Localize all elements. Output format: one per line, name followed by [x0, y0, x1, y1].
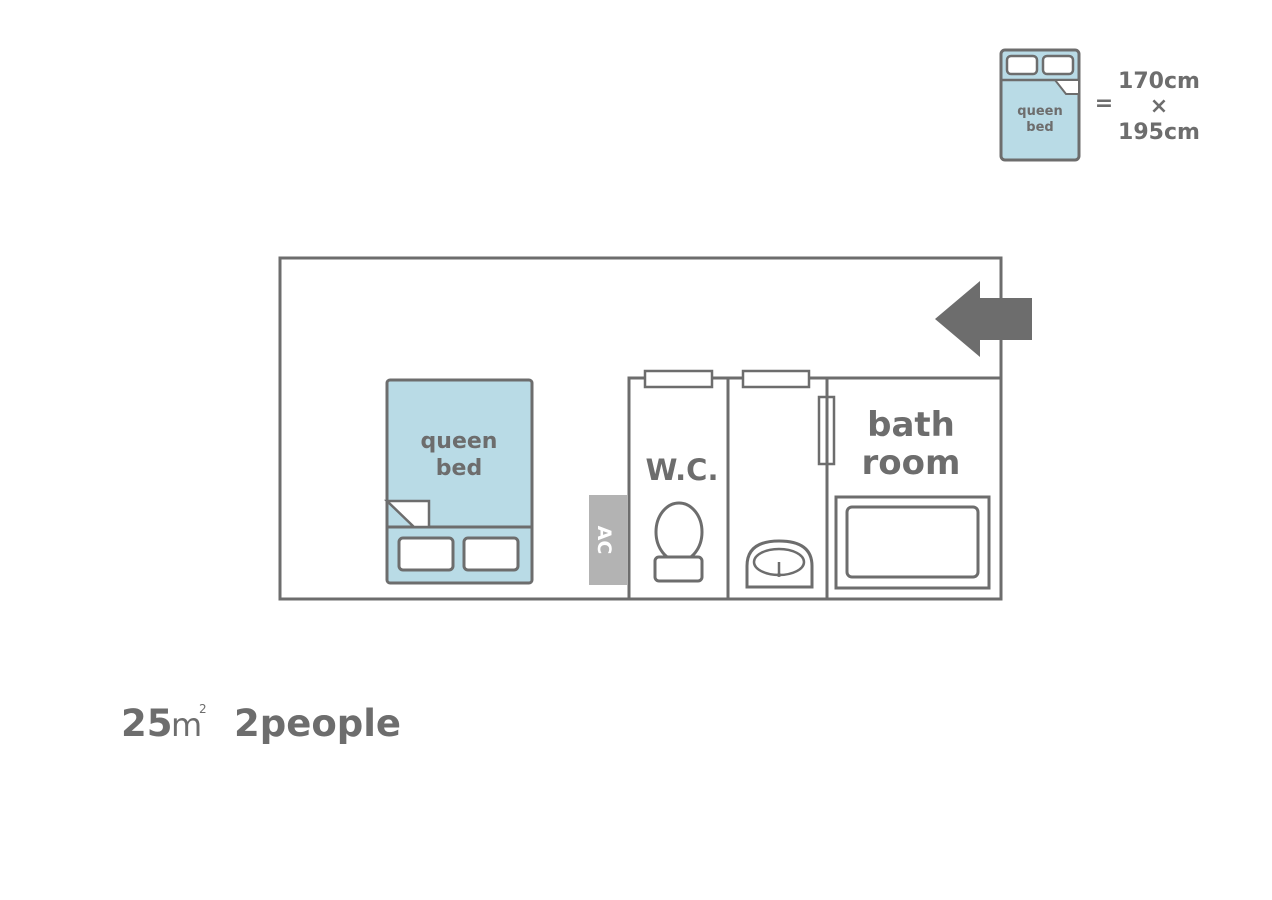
bathtub-icon [834, 495, 991, 590]
pillow-icon [397, 536, 455, 572]
washroom-window [741, 369, 811, 389]
ac-unit: AC [589, 495, 627, 585]
bed-label-line1: queen [421, 429, 498, 454]
pillow-icon [1005, 54, 1039, 76]
legend-bed-length: 195cm [1118, 120, 1200, 145]
legend-bed-label-line1: queen [1017, 104, 1062, 119]
pillow-icon [1041, 54, 1075, 76]
legend-bed-width: 170cm [1118, 69, 1200, 94]
wc-label: W.C. [646, 453, 719, 487]
bed-label-line2: bed [436, 456, 482, 481]
bath-label-line2: room [862, 443, 961, 483]
wc-window [643, 369, 714, 389]
toilet-icon [653, 501, 704, 583]
wc-compartment: W.C. [627, 369, 730, 601]
room-area-value: 25 [121, 702, 173, 745]
legend-equals-sign: = [1095, 91, 1113, 116]
legend-times-sign: × [1150, 94, 1168, 119]
room-area-unit: m [171, 706, 202, 744]
pillow-icon [462, 536, 520, 572]
room-area-superscript: 2 [199, 702, 207, 716]
bathroom: bath room [825, 376, 1003, 601]
legend-bed-icon: queen bed [999, 48, 1081, 162]
arrow-left-icon [935, 281, 1032, 357]
room-capacity: 2people [234, 702, 401, 745]
ac-label: AC [593, 526, 615, 555]
room-summary: 25 m 2 2people [121, 702, 401, 745]
legend-bed-label-line2: bed [1026, 120, 1053, 135]
queen-bed: queen bed [383, 378, 534, 585]
blanket-fold-icon [383, 499, 431, 529]
legend: queen bed = 170cm × 195cm [999, 48, 1200, 162]
sink-icon [745, 539, 814, 589]
bath-label-line1: bath [867, 405, 955, 445]
washroom [726, 369, 836, 601]
